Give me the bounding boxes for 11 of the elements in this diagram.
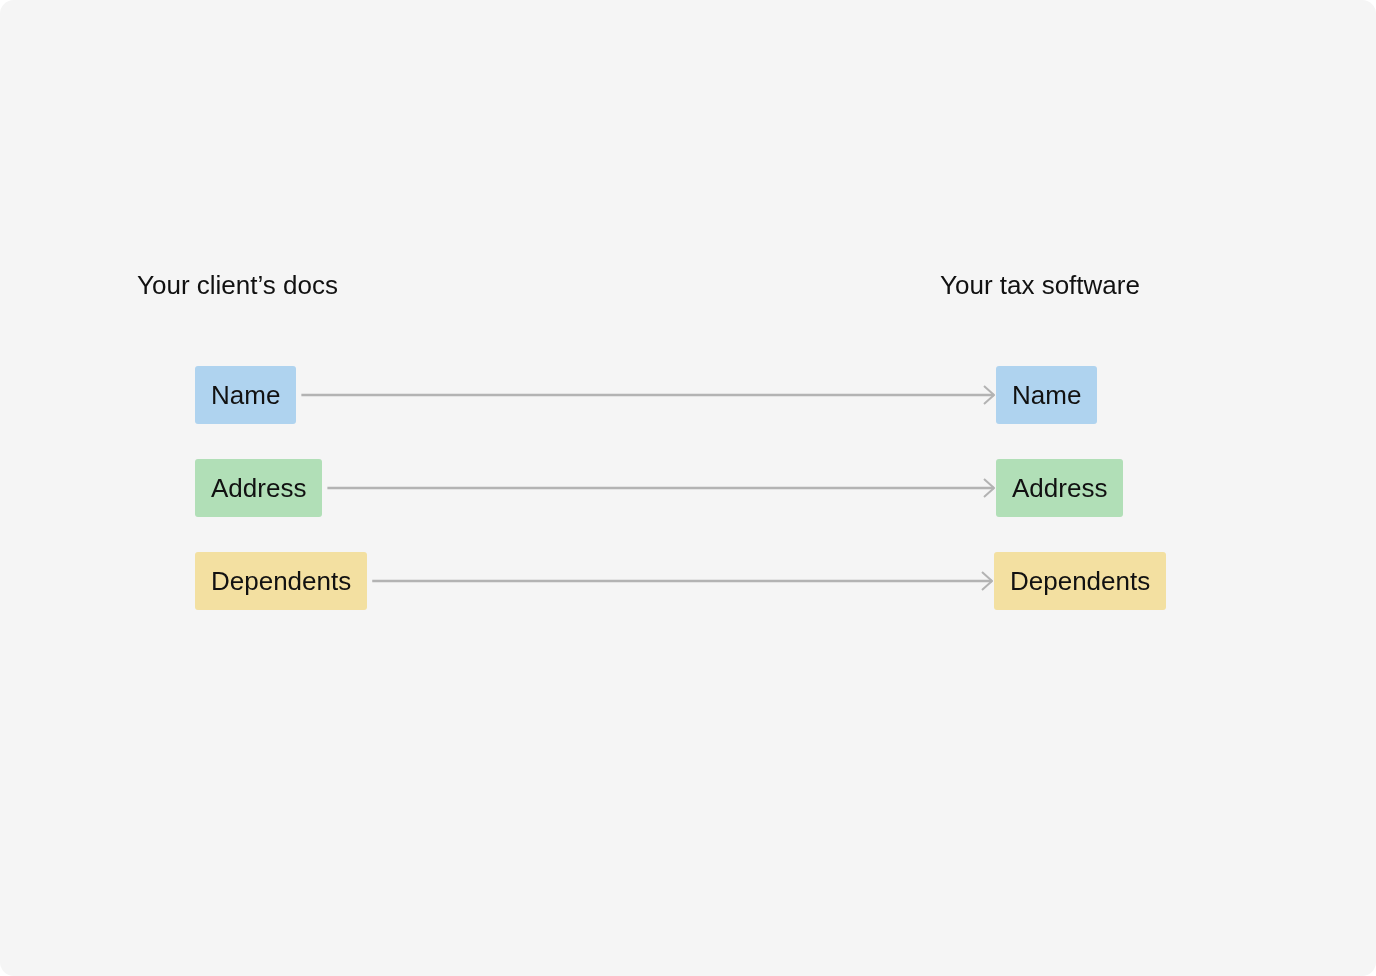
column-heading: Your tax software [940, 270, 1140, 301]
field-tag: Dependents [195, 552, 368, 610]
arrow [372, 571, 993, 591]
arrow [327, 478, 995, 498]
field-tag: Name [996, 366, 1098, 424]
field-tag: Name [195, 366, 297, 424]
arrow [301, 385, 995, 405]
field-tag: Address [996, 459, 1124, 517]
field-tag: Address [195, 459, 323, 517]
column-heading: Your client’s docs [137, 270, 338, 301]
field-tag: Dependents [994, 552, 1167, 610]
